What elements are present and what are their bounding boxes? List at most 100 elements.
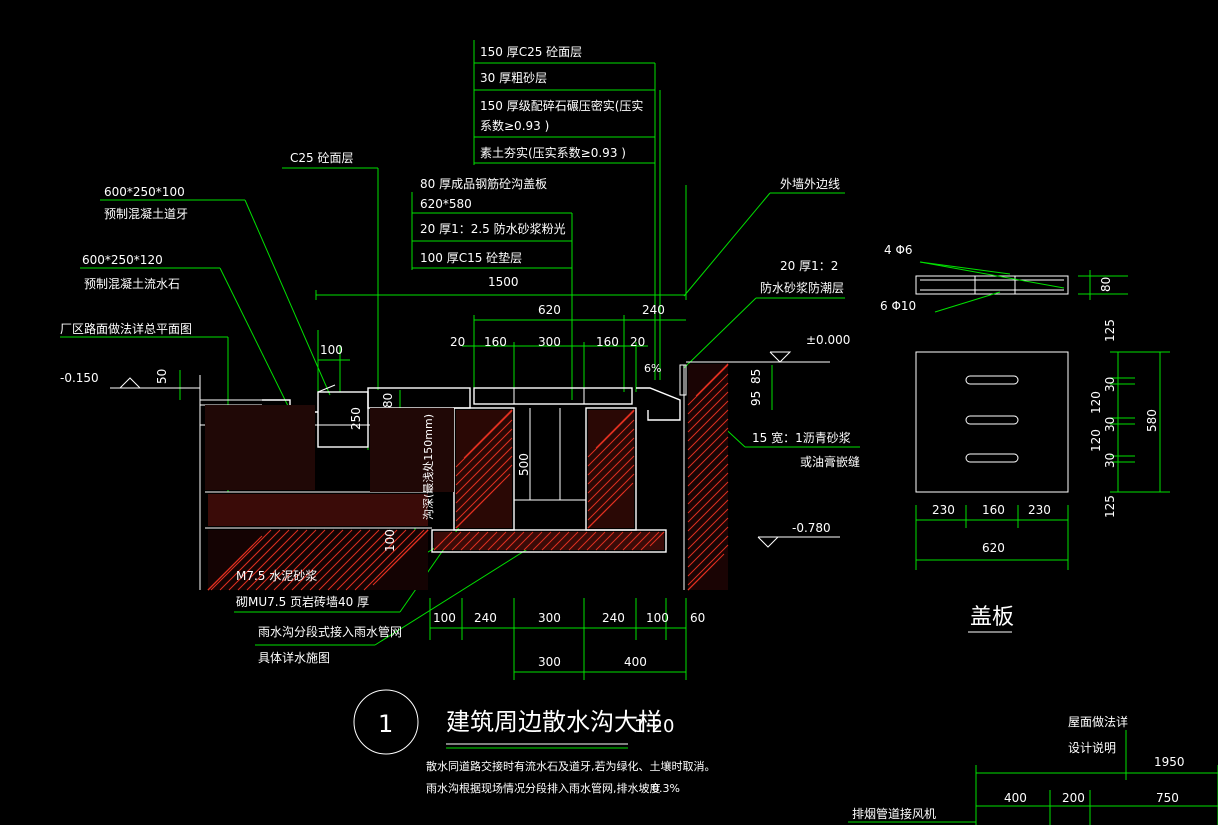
hatch-line: [595, 531, 615, 551]
hatch-line: [455, 437, 513, 495]
label-gutter-name: 预制混凝土流水石: [84, 276, 180, 291]
hatch-line: [210, 529, 272, 591]
layer-labels: 150 厚C25 砼面层 30 厚粗砂层 150 厚级配碎石碾压密实(压实 系数…: [60, 45, 860, 665]
label-wall-line: 外墙外边线: [780, 177, 840, 191]
corner-roof-ref: 屋面做法详: [1068, 714, 1128, 729]
hatch-line: [568, 531, 588, 551]
hatch-line: [687, 454, 729, 496]
title-block: [353, 689, 628, 755]
cover-plate-detail: [915, 261, 1170, 633]
hatch-line: [587, 446, 635, 494]
label-damp-2: 防水砂浆防潮层: [760, 280, 844, 295]
corner-fragment: [848, 730, 1218, 825]
hatch-line: [587, 428, 635, 476]
cover-v120b: 120: [1089, 429, 1103, 452]
label-cover-1: 80 厚成品钢筋砼沟盖板: [420, 176, 547, 191]
hatch-line: [559, 531, 579, 551]
label-rain-1: 雨水沟分段式接入雨水管网: [258, 624, 402, 639]
hatch-line: [426, 529, 429, 532]
hatch-line: [496, 531, 516, 551]
dim-300: 300: [538, 335, 561, 349]
hatch-line: [523, 531, 543, 551]
corner-dim-400: 400: [1004, 791, 1027, 805]
hatch-line: [613, 531, 633, 551]
hatch-line: [255, 529, 317, 591]
title-note-2: 雨水沟根据现场情况分段排入雨水管网,排水坡度: [426, 781, 661, 795]
hatch-line: [541, 531, 561, 551]
hatch-line: [455, 428, 513, 486]
hatch-line: [363, 529, 425, 591]
hatch-line: [587, 482, 634, 529]
dim-20b: 20: [630, 335, 645, 349]
label-rain-2: 具体详水施图: [258, 650, 330, 665]
label-pad: 100 厚C15 砼垫层: [420, 250, 522, 265]
level-bottom: -0.780: [792, 521, 831, 535]
hatch-line: [687, 508, 729, 550]
hatch-line: [442, 531, 462, 551]
label-m75: M7.5 水泥砂浆: [236, 568, 317, 583]
cover-v125a: 125: [1103, 319, 1117, 342]
dim-80: 80: [381, 393, 395, 408]
corner-fan-label: 排烟管道接风机: [852, 806, 936, 821]
label-brick: 砌MU7.5 页岩砖墙40 厚: [236, 594, 369, 609]
hatch-line: [455, 464, 513, 522]
dim-160a: 160: [484, 335, 507, 349]
hatch-line: [219, 529, 281, 591]
hatch-line: [577, 531, 597, 551]
label-joint-2: 或油膏嵌缝: [800, 454, 860, 469]
dimension-lines: [179, 185, 773, 680]
hatch-line: [658, 531, 665, 538]
title-number: 1: [378, 710, 393, 738]
hatch-line: [587, 473, 635, 521]
hatch-line: [417, 529, 429, 541]
hatch-line: [687, 472, 729, 514]
label-road-ref: 厂区路面做法详总平面图: [60, 321, 192, 336]
dim-95: 95: [749, 391, 763, 406]
cover-v120a: 120: [1089, 391, 1103, 414]
label-c25: C25 砼面层: [290, 151, 353, 165]
hatch-line: [687, 409, 729, 451]
hatch-line: [291, 529, 353, 591]
hatch-line: [687, 364, 729, 406]
dim-100: 100: [320, 343, 343, 357]
corner-dim-200: 200: [1062, 791, 1085, 805]
hatch-line: [687, 499, 729, 541]
dim-b240b: 240: [602, 611, 625, 625]
cover-v125b: 125: [1103, 495, 1117, 518]
hatch-line: [300, 529, 362, 591]
hatch-line: [455, 419, 513, 477]
hatch-line: [687, 436, 729, 478]
cover-h620: 620: [982, 541, 1005, 555]
dim-b300: 300: [538, 611, 561, 625]
hatch-fills: [205, 363, 729, 591]
hatch-line: [687, 544, 729, 586]
dim-500: 500: [517, 453, 531, 476]
hatch-line: [687, 445, 729, 487]
label-layer-4: 素土夯实(压实系数≥0.93 ): [480, 145, 626, 160]
hatch-line: [246, 529, 308, 591]
hatch-line: [587, 410, 635, 458]
cover-bar-2: 6 Φ10: [880, 299, 916, 313]
hatch-line: [264, 529, 326, 591]
level-zero: ±0.000: [806, 333, 850, 347]
label-cover-2: 620*580: [420, 197, 472, 211]
hatch-line: [532, 531, 552, 551]
dim-100v: 100: [383, 529, 397, 552]
hatch-line: [687, 481, 729, 523]
hatch-line: [455, 455, 513, 513]
hatch-line: [309, 529, 371, 591]
hatch-line: [354, 529, 416, 591]
hatch-line: [622, 531, 642, 551]
hatch-line: [722, 363, 729, 370]
hatch-line: [455, 473, 511, 529]
hatch-line: [587, 464, 635, 512]
label-curb-size: 600*250*100: [104, 185, 185, 199]
hatch-line: [469, 531, 489, 551]
label-curb-name: 预制混凝土道牙: [104, 206, 188, 221]
hatch-line: [228, 529, 290, 591]
hatch-line: [640, 531, 660, 551]
hatch-line: [687, 490, 729, 532]
cover-v30a: 30: [1103, 377, 1117, 392]
hatch-line: [687, 373, 729, 415]
